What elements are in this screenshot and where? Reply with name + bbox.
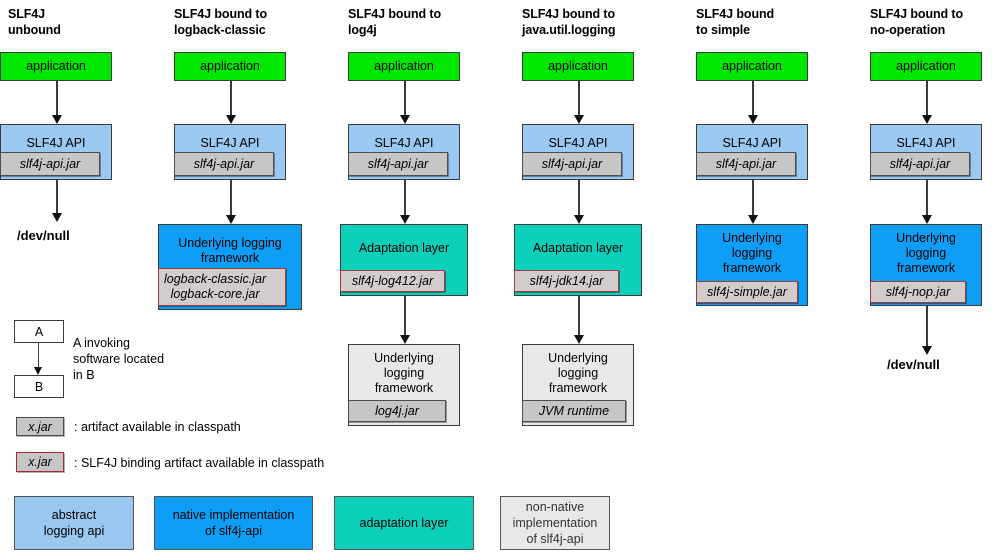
column-title-java-util-logging: SLF4J bound to java.util.logging [522, 7, 616, 37]
jar-chip-slf4j-simple: slf4j-simple.jar [696, 281, 798, 303]
application-label: application [548, 59, 608, 73]
slf4j-api-label: SLF4J API [896, 135, 956, 150]
jar-chip-jvm-runtime: JVM runtime [522, 400, 626, 422]
legend-box-a-label: A [34, 324, 44, 339]
jar-chip-log4j: log4j.jar [348, 400, 446, 422]
column-title-logback-classic: SLF4J bound to logback-classic [174, 7, 268, 37]
jar-chip-slf4j-log4j: slf4j-log412.jar [340, 270, 445, 292]
legend-box-b-label: B [34, 379, 44, 394]
application-label: application [26, 59, 86, 73]
underlying-framework-label: Underlying logging framework [896, 231, 956, 275]
application-box-log4j: application [348, 52, 460, 81]
legend-swatch-adaptation-layer: adaptation layer [334, 496, 474, 550]
column-title-unbound: SLF4J unbound [8, 7, 61, 37]
slf4j-api-label: SLF4J API [548, 135, 608, 150]
column-title-log4j: SLF4J bound to log4j [348, 7, 442, 37]
jar-chip-slf4j-api-simple: slf4j-api.jar [696, 152, 796, 176]
underlying-framework-label: Underlying logging framework [548, 351, 608, 395]
slf4j-api-label: SLF4J API [722, 135, 782, 150]
application-box-logback: application [174, 52, 286, 81]
legend-box-a: A [14, 320, 64, 343]
slf4j-api-label: SLF4J API [200, 135, 260, 150]
application-box-unbound: application [0, 52, 112, 81]
slf4j-api-label: SLF4J API [26, 135, 86, 150]
legend-chip-binding: x.jar [16, 452, 64, 472]
jar-chip-logback: logback-classic.jar logback-core.jar [158, 268, 286, 306]
jar-chip-slf4j-nop: slf4j-nop.jar [870, 281, 966, 303]
legend-artifact-caption: : artifact available in classpath [74, 420, 241, 434]
adaptation-layer-label: Adaptation layer [358, 240, 450, 255]
legend-swatch-abstract-logging-api: abstract logging api [14, 496, 134, 550]
jar-chip-slf4j-api-unbound: slf4j-api.jar [0, 152, 100, 176]
application-label: application [200, 59, 260, 73]
application-label: application [896, 59, 956, 73]
application-label: application [722, 59, 782, 73]
application-box-nop: application [870, 52, 982, 81]
application-box-simple: application [696, 52, 808, 81]
underlying-framework-label: Underlying logging framework [722, 231, 782, 275]
devnull-label-nop: /dev/null [887, 357, 940, 372]
jar-chip-slf4j-jdk14: slf4j-jdk14.jar [514, 270, 619, 292]
legend-swatch-non-native-implementation: non-native implementation of slf4j-api [500, 496, 610, 550]
adaptation-layer-label: Adaptation layer [532, 240, 624, 255]
underlying-framework-label: Underlying logging framework [178, 236, 282, 265]
column-title-simple: SLF4J bound to simple [696, 7, 775, 37]
legend-binding-caption: : SLF4J binding artifact available in cl… [74, 456, 325, 470]
devnull-label-unbound: /dev/null [17, 228, 70, 243]
jar-chip-slf4j-api-jul: slf4j-api.jar [522, 152, 622, 176]
legend-chip-artifact: x.jar [16, 417, 64, 436]
jar-chip-slf4j-api-log4j: slf4j-api.jar [348, 152, 448, 176]
column-title-no-operation: SLF4J bound to no-operation [870, 7, 964, 37]
jar-chip-slf4j-api-nop: slf4j-api.jar [870, 152, 970, 176]
slf4j-api-label: SLF4J API [374, 135, 434, 150]
legend-invocation-caption: A invoking software located in B [73, 336, 165, 382]
application-box-jul: application [522, 52, 634, 81]
legend-box-b: B [14, 375, 64, 398]
jar-chip-slf4j-api-logback: slf4j-api.jar [174, 152, 274, 176]
application-label: application [374, 59, 434, 73]
legend-swatch-native-implementation: native implementation of slf4j-api [154, 496, 313, 550]
underlying-framework-label: Underlying logging framework [374, 351, 434, 395]
